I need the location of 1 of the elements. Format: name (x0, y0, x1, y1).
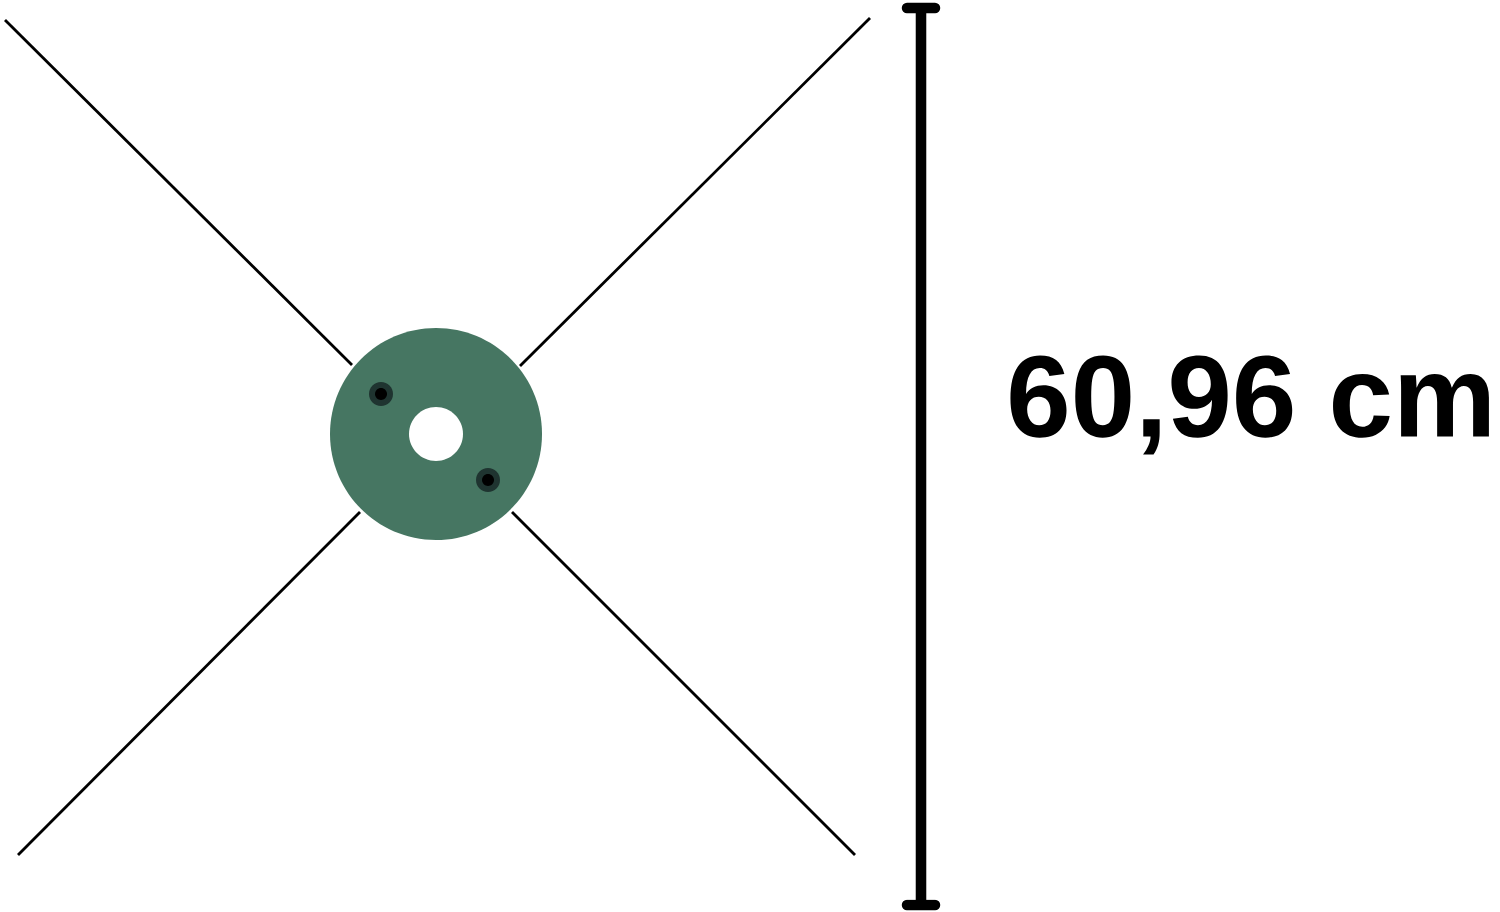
dimension-label: 60,96 cm (1010, 355, 1489, 455)
